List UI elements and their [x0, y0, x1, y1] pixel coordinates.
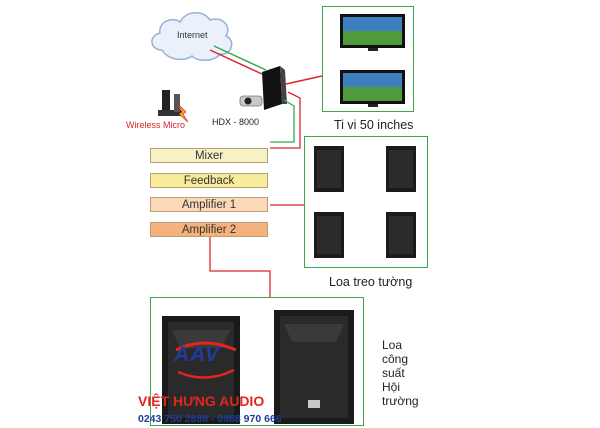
wall-speaker-2 — [386, 146, 416, 192]
tv-label: Ti vi 50 inches — [334, 118, 414, 132]
hall-speaker-frame — [150, 297, 364, 426]
amp2-hall-speaker-wire — [209, 237, 271, 297]
hall-speaker-label-line: trường — [382, 394, 419, 408]
codec-mixer-wire-green — [270, 99, 295, 143]
hall-speaker-label-line: Loa — [382, 338, 403, 352]
wall-speaker-frame — [304, 136, 428, 268]
wireless-micro-label: Wireless Micro — [126, 120, 186, 130]
tv-frame — [322, 6, 414, 112]
wireless-micro-icon — [158, 90, 189, 123]
amplifier-1-box: Amplifier 1 — [150, 197, 268, 212]
tv-screen-top — [340, 14, 405, 51]
wall-speaker-3 — [314, 212, 344, 258]
internet-label: Internet — [177, 30, 208, 40]
aav-logo-text: AAV — [174, 343, 220, 366]
internet-codec-wire — [209, 49, 263, 75]
hall-speaker-left — [162, 316, 240, 424]
hdx-8000-label: HDX - 8000 — [212, 117, 260, 127]
internet-codec-wire-green — [213, 45, 267, 71]
internet-cloud-icon — [151, 12, 233, 61]
aav-logo-icon — [175, 341, 237, 379]
hall-speaker-label-line: công — [382, 352, 409, 366]
wall-speaker-1 — [314, 146, 344, 192]
hall-speaker-right — [274, 310, 354, 424]
codec-tv-wire — [285, 75, 323, 85]
wall-speaker-4 — [386, 212, 416, 258]
wall-speaker-label: Loa treo tường — [329, 275, 413, 289]
hall-speaker-label-line: suất — [382, 366, 405, 380]
brand-name: VIỆT HƯNG AUDIO — [138, 393, 265, 409]
brand-phone: 0243 750 2898 - 0988 970 666 — [138, 413, 282, 425]
hall-speaker-label-line: Hội — [382, 380, 401, 394]
hall-speaker-label: Loa công suất Hội trường — [382, 338, 419, 408]
hdx-8000-codec-icon — [239, 66, 287, 110]
codec-mixer-wire — [270, 91, 301, 149]
amplifier-2-box: Amplifier 2 — [150, 222, 268, 237]
mixer-box: Mixer — [150, 148, 268, 163]
feedback-box: Feedback — [150, 173, 268, 188]
tv-screen-bottom — [340, 70, 405, 107]
